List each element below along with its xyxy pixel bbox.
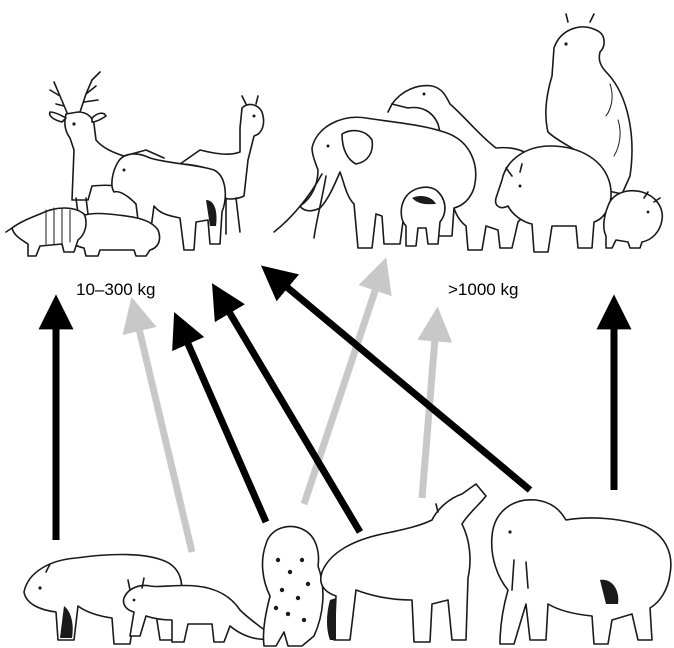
elephant-icon [274,117,476,248]
small-prey-group [6,72,264,256]
toxodon-icon [604,191,662,248]
large-prey-mass-label: >1000 kg [448,280,518,300]
arrow-fox-to-small-prey [136,316,192,552]
small-prey-mass-label: 10–300 kg [76,280,155,300]
fox-icon [123,578,274,642]
leopard-icon [263,526,323,646]
large-prey-group [274,14,662,252]
armadillo-icon [6,208,86,256]
sabertooth-cat-icon [492,500,671,644]
tapir-icon [401,187,445,246]
